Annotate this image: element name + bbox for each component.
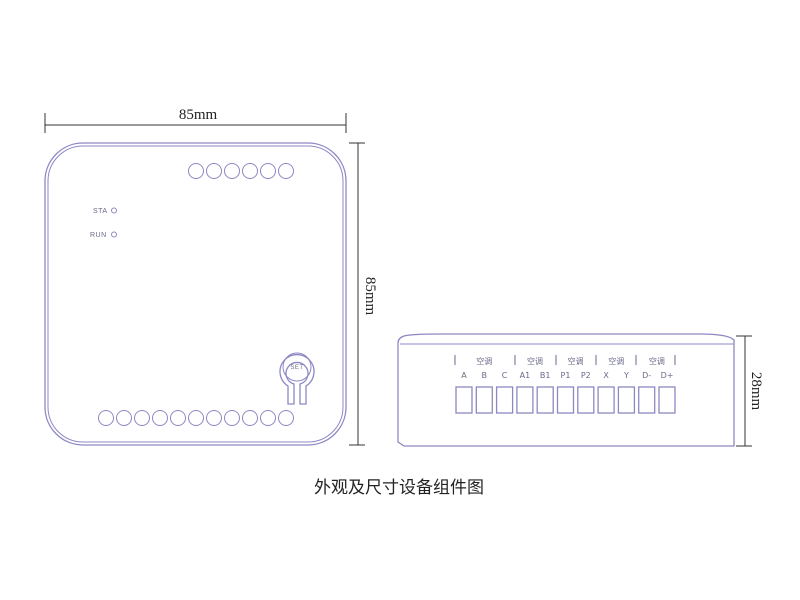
terminal-hole-icon	[152, 410, 168, 426]
terminal-slot	[556, 386, 575, 414]
terminal-hole-icon	[134, 410, 150, 426]
group-label: 空调	[608, 356, 624, 366]
terminal-hole-icon	[278, 410, 294, 426]
terminal-hole-icon	[206, 163, 222, 179]
terminal-slot	[658, 386, 676, 414]
terminal-hole-icon	[278, 163, 294, 179]
terminal-label: Y	[623, 371, 629, 380]
terminal-hole-icon	[260, 410, 276, 426]
run-indicator: RUN	[90, 231, 117, 239]
terminal-slots	[455, 386, 676, 414]
terminal-hole-icon	[206, 410, 222, 426]
group-label: 空调	[476, 356, 492, 366]
side-height-label: 28mm	[748, 372, 764, 411]
terminal-hole-icon	[188, 163, 204, 179]
top-terminal-holes	[188, 163, 294, 179]
group-label: 空调	[568, 356, 584, 366]
width-dimension: 85mm	[44, 107, 347, 133]
set-button-inner	[282, 352, 312, 382]
side-height-dimension: 28mm	[736, 335, 764, 447]
device-body-side	[397, 333, 735, 447]
terminal-label: D+	[661, 371, 674, 380]
terminal-label: C	[502, 371, 508, 380]
terminal-slot	[638, 386, 656, 414]
terminal-slot	[597, 386, 615, 414]
terminal-slot	[475, 386, 493, 414]
side-view: 空调 空调 空调 空调 空调 A B C A1 B1 P1 P2 X Y D- D+ 28mm	[397, 333, 764, 447]
terminal-slot	[495, 386, 514, 414]
top-view: 85mm STA RUN SET 85mm	[44, 107, 378, 446]
terminal-label: A1	[520, 371, 531, 380]
device-body-top	[44, 142, 347, 446]
sta-label: STA	[93, 208, 108, 215]
terminal-label: D-	[642, 371, 651, 380]
terminal-hole-icon	[242, 410, 258, 426]
figure-caption: 外观及尺寸设备组件图	[314, 478, 484, 498]
terminal-hole-icon	[98, 410, 114, 426]
sta-indicator: STA	[93, 207, 117, 215]
height-dimension: 85mm	[349, 142, 378, 446]
bottom-terminal-holes	[98, 410, 294, 426]
terminal-group-labels: 空调 空调 空调 空调 空调	[454, 355, 676, 366]
terminal-label: A	[461, 371, 467, 380]
group-label: 空调	[527, 356, 543, 366]
device-body-top-inner	[47, 145, 344, 443]
terminal-hole-icon	[116, 410, 132, 426]
terminal-hole-icon	[242, 163, 258, 179]
terminal-label: B1	[540, 371, 551, 380]
set-button-outline	[279, 353, 315, 405]
terminal-slot	[536, 386, 554, 414]
width-label: 85mm	[179, 107, 218, 123]
terminal-hole-icon	[188, 410, 204, 426]
terminal-hole-icon	[260, 163, 276, 179]
terminal-slot	[577, 386, 595, 414]
terminal-slot	[455, 386, 473, 414]
terminal-slot	[617, 386, 636, 414]
terminal-hole-icon	[224, 410, 240, 426]
terminal-slot	[516, 386, 534, 414]
sta-led-icon	[111, 207, 117, 214]
terminal-labels: A B C A1 B1 P1 P2 X Y D- D+	[461, 371, 673, 380]
terminal-hole-icon	[170, 410, 186, 426]
set-label: SET	[290, 365, 303, 371]
run-label: RUN	[90, 232, 107, 239]
group-label: 空调	[649, 356, 665, 366]
height-label: 85mm	[362, 277, 378, 316]
terminal-label: P2	[581, 371, 591, 380]
terminal-label: B	[482, 371, 488, 380]
set-button: SET	[279, 352, 315, 405]
terminal-hole-icon	[224, 163, 240, 179]
run-led-icon	[111, 231, 117, 238]
terminal-label: P1	[561, 371, 571, 380]
terminal-label: X	[603, 371, 609, 380]
